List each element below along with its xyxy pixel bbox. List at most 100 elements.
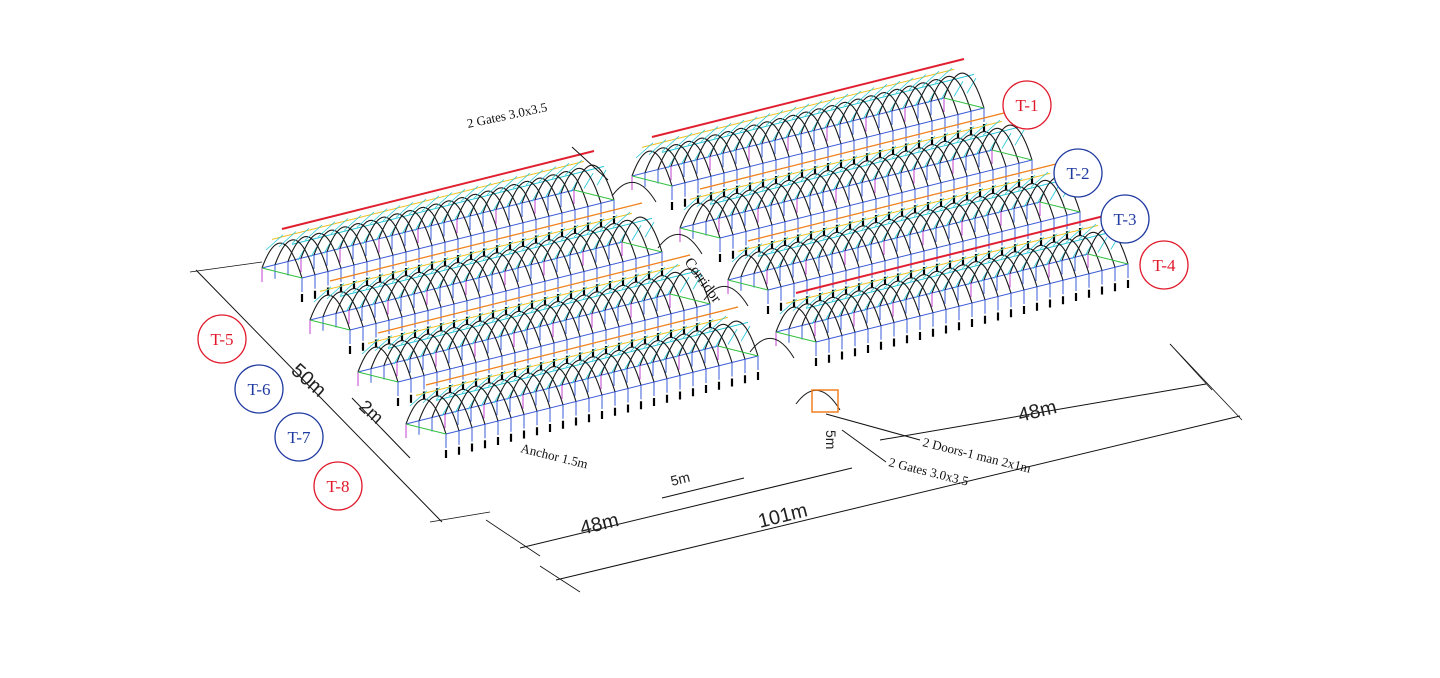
brace [539, 357, 558, 374]
arch [800, 108, 842, 144]
arch [865, 92, 907, 128]
brace [774, 171, 793, 188]
purlin [661, 73, 975, 153]
arch [439, 262, 481, 298]
arch [704, 324, 746, 360]
brace [525, 169, 544, 186]
arch [547, 171, 589, 207]
brace [861, 213, 880, 230]
brace [848, 217, 867, 234]
arch [422, 330, 464, 366]
annotation-gates-top-label: 2 Gates 3.0x3.5 [466, 99, 549, 131]
arch [608, 220, 650, 256]
arch [879, 280, 921, 317]
brace [408, 198, 427, 215]
arch [900, 147, 942, 183]
arch [787, 111, 829, 148]
left-block-row-4 [405, 306, 760, 458]
brace [569, 286, 588, 303]
badge-t6-circle [234, 364, 284, 414]
brace [608, 276, 627, 293]
brace [643, 331, 662, 348]
arch [678, 330, 720, 366]
arch [991, 124, 1033, 161]
brace [739, 116, 758, 133]
arch [430, 200, 472, 236]
ridge-line [329, 202, 643, 282]
brace [831, 285, 850, 302]
left-block-row-1 [261, 150, 616, 302]
arch [595, 223, 637, 259]
arch [448, 324, 490, 360]
brace [413, 325, 432, 342]
brace [757, 239, 776, 256]
brace [500, 367, 519, 384]
purlin [415, 316, 729, 396]
brace [291, 227, 310, 244]
arch [766, 245, 808, 281]
arch [1022, 245, 1064, 281]
arch [560, 168, 602, 204]
end-frame [669, 293, 711, 305]
arch [322, 291, 364, 327]
arch [508, 181, 550, 217]
arch [517, 242, 559, 279]
arch [639, 340, 681, 376]
brace [695, 318, 714, 335]
brace [956, 126, 975, 143]
brace [896, 269, 915, 286]
dim-corridor-width-label: 5m [823, 430, 839, 449]
brace [744, 243, 763, 260]
brace [378, 270, 397, 287]
arch [465, 255, 507, 292]
brace [870, 275, 889, 292]
arch [957, 261, 999, 297]
arch [426, 265, 468, 301]
ridge-line [651, 58, 965, 138]
arch [717, 320, 759, 357]
arch [805, 235, 847, 271]
brace [930, 132, 949, 149]
arch [792, 238, 834, 274]
brace [578, 348, 597, 365]
brace [417, 260, 436, 277]
brace [612, 211, 631, 228]
arch [556, 233, 598, 269]
brace [669, 325, 688, 342]
arch [1061, 235, 1103, 271]
brace [969, 122, 988, 139]
badge-t7-circle [274, 412, 324, 462]
arch [801, 300, 843, 336]
brace [660, 263, 679, 280]
arch [748, 121, 790, 157]
brace [943, 129, 962, 146]
arch [630, 278, 672, 314]
brace [809, 226, 828, 243]
arch [548, 363, 590, 399]
brace [869, 83, 888, 100]
arch [552, 298, 594, 334]
brace [586, 218, 605, 235]
arch [913, 144, 955, 180]
arch [887, 150, 929, 187]
arch [996, 251, 1038, 287]
arch [978, 128, 1020, 164]
brace [779, 298, 798, 315]
ridge-line [699, 110, 1013, 190]
end-frame [775, 331, 817, 343]
brace [791, 103, 810, 120]
purlin [689, 120, 1003, 200]
arch [370, 343, 412, 379]
arch [840, 290, 882, 326]
arch [839, 98, 881, 135]
brace [543, 292, 562, 309]
arch [509, 372, 551, 409]
end-frame [621, 241, 663, 253]
left-block-row-3 [357, 254, 712, 406]
arch [1009, 248, 1051, 284]
badge-t1: T-1 [1002, 80, 1052, 130]
arch [722, 128, 764, 164]
arch [918, 271, 960, 307]
brace [265, 234, 284, 251]
brace [356, 211, 375, 228]
